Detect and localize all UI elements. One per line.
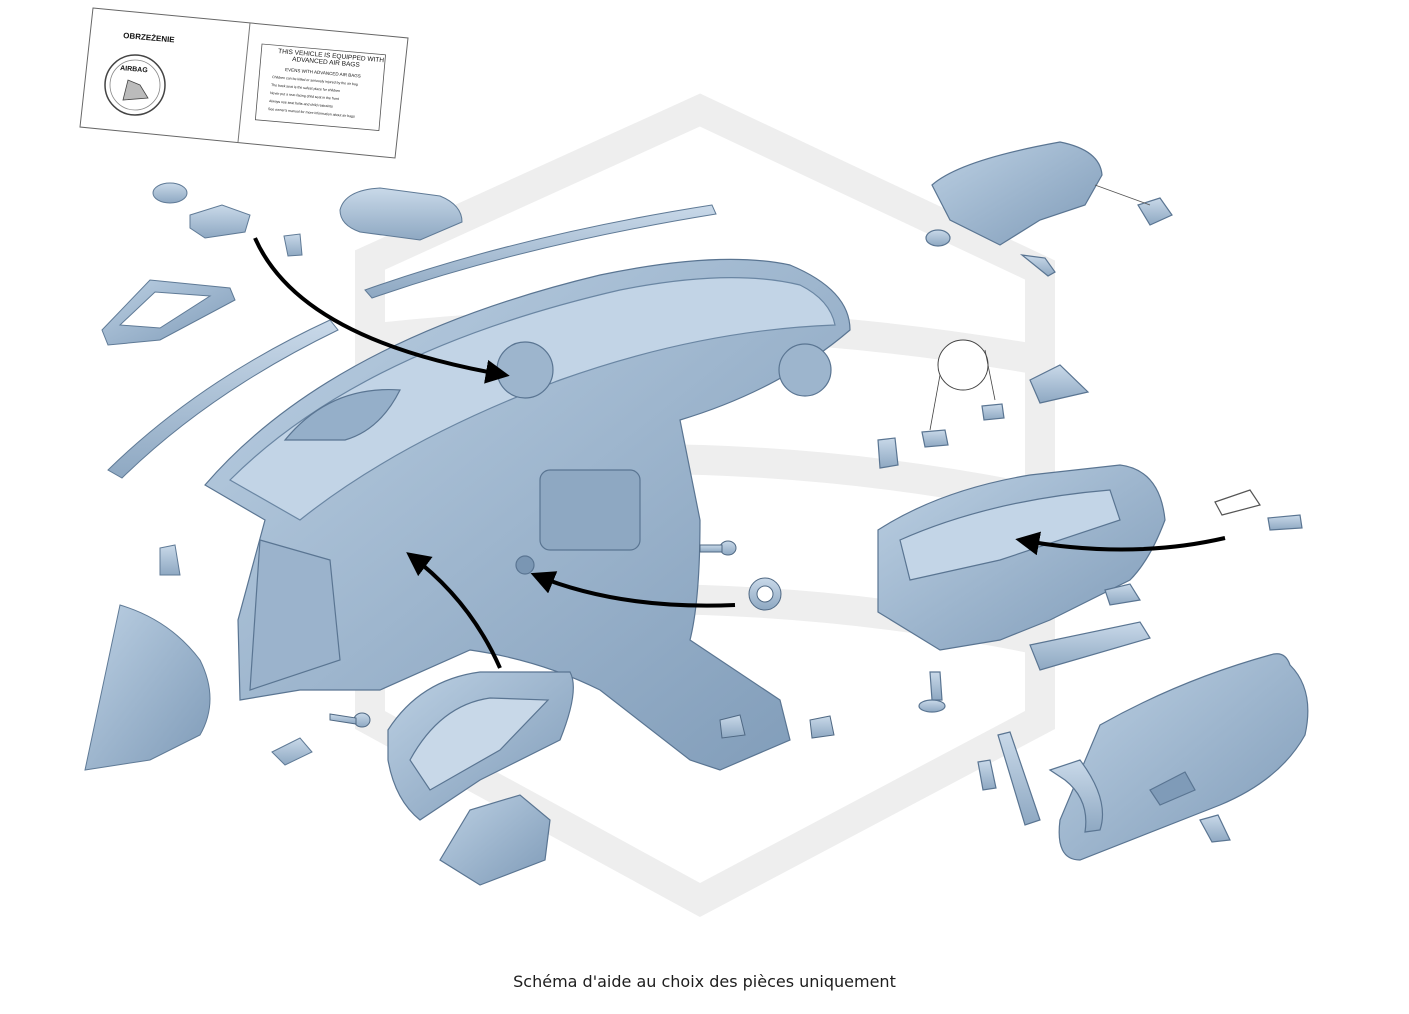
latch-clip <box>1267 514 1303 531</box>
label-bullet-5: See owner's manual for more information … <box>268 107 355 119</box>
windshield-vent-strip-right <box>364 204 717 299</box>
bracket-cover-part <box>189 204 251 239</box>
label-bullet-3: Never put a rear-facing child seat in th… <box>270 91 339 101</box>
label-bullet-4: Always use seat belts and child restrain… <box>269 99 333 109</box>
damper-part <box>1104 583 1141 606</box>
lower-clip-part <box>271 737 313 766</box>
lower-bracket-part <box>439 794 551 886</box>
sensor-part <box>921 429 949 448</box>
arrow-latch-to-glovebox <box>1015 531 1226 556</box>
instrument-cluster-opening <box>283 388 401 441</box>
dashboard-main-panel <box>204 258 851 771</box>
small-clip-center <box>719 714 746 739</box>
hinge-arm-part <box>1048 759 1104 833</box>
screw-part <box>929 671 943 701</box>
windshield-vent-strip-left <box>107 319 339 479</box>
glovebox-latch <box>1214 489 1261 516</box>
clip-part <box>283 233 303 257</box>
vent-bezel-left-part <box>101 279 236 346</box>
left-clip-part <box>159 544 181 576</box>
glovebox-lid-inner-panel <box>1029 621 1151 671</box>
airbag-seat-icon <box>104 54 166 116</box>
bushing-ring-part <box>748 577 782 611</box>
switch-part <box>877 437 899 469</box>
pointer-arrows <box>253 237 1226 669</box>
label-right-sub: EVENS WITH ADVANCED AIR BAGS <box>285 67 361 79</box>
label-bullet-2: The back seat is the safest place for ch… <box>271 83 340 93</box>
arrow-cap-to-center-vent <box>253 237 510 384</box>
ignition-hole <box>515 555 535 575</box>
arrow-surround-to-cluster <box>406 552 502 669</box>
label-bullet-1: Children can be killed or seriously inju… <box>272 75 358 86</box>
screw-part <box>1199 814 1231 843</box>
small-clip-right <box>809 715 835 739</box>
label-airbag-word: AIRBAG <box>120 65 149 74</box>
round-cap-part <box>152 182 188 204</box>
glovebox-door <box>1058 653 1309 861</box>
push-pin-part <box>1019 254 1056 277</box>
handle-part <box>1029 364 1090 404</box>
strut-rod-part <box>997 731 1041 826</box>
passenger-airbag-module <box>931 141 1103 246</box>
small-pin-part <box>977 759 997 791</box>
sensor-part <box>981 403 1005 421</box>
arrow-ring-to-ignition <box>530 571 736 608</box>
center-vent-housing <box>496 341 554 399</box>
left-end-cap-part <box>84 604 211 771</box>
airbag-warning-label: OBRZEŻENIE AIRBAG THIS VEHICLE IS EQUIPP… <box>79 7 409 159</box>
screw-part <box>329 712 371 728</box>
airbag-connector <box>1137 197 1173 226</box>
screw-part <box>699 540 737 556</box>
detail-callout-circle <box>937 339 989 391</box>
diagram-caption: Schéma d'aide au choix des pièces unique… <box>513 972 896 991</box>
grommet-part <box>925 229 951 247</box>
right-vent-housing <box>778 343 832 397</box>
speaker-cover-part <box>339 187 463 241</box>
